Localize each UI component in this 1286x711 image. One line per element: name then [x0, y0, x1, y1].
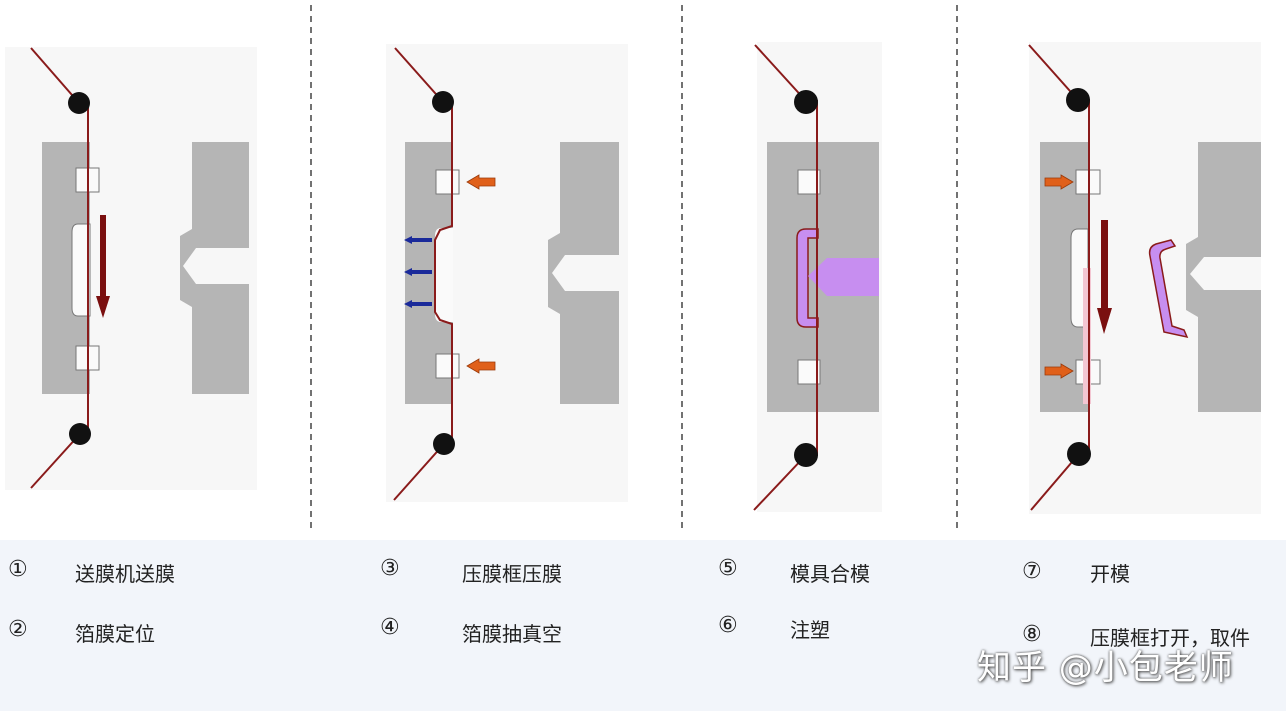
step-label: 注塑 [790, 618, 830, 642]
mold-cavity-recess [435, 228, 453, 322]
watermark-text: 知乎 @小包老师 [977, 648, 1234, 688]
step-label: 箔膜定位 [75, 622, 155, 646]
step-label: 箔膜抽真空 [462, 622, 562, 646]
vacuum-arrow [404, 268, 432, 276]
step-label: 模具合模 [790, 562, 870, 586]
step-number: ② [8, 617, 28, 642]
stage-4-open-eject [1028, 42, 1261, 514]
film-roller [68, 92, 90, 114]
film-roller [794, 90, 818, 114]
step-number: ④ [380, 615, 400, 640]
core-mold-half [180, 142, 249, 394]
process-diagram [5, 5, 1261, 530]
film-clamp-slot [797, 359, 821, 385]
film-roller [433, 433, 455, 455]
core-mold-half [548, 142, 619, 404]
step-number: ⑤ [718, 556, 738, 581]
step-label: 压膜框压膜 [462, 562, 562, 586]
step-number: ⑥ [718, 613, 738, 638]
in-mold-film [30, 47, 89, 489]
clamp-release-arrow [1044, 363, 1074, 379]
vacuum-arrow [404, 300, 432, 308]
film-roller [1067, 442, 1091, 466]
core-mold-half [1186, 142, 1261, 412]
step-number: ⑦ [1022, 559, 1042, 584]
step-number: ③ [380, 556, 400, 581]
film-clamp-slot [797, 169, 821, 195]
caption-band [0, 540, 1286, 711]
stage-2-clamp-vacuum [386, 44, 628, 502]
clamp-arrow [466, 174, 496, 190]
injection-gate-plastic [808, 258, 879, 296]
film-roller [432, 91, 454, 113]
step-number: ⑧ [1022, 622, 1042, 647]
step-label: 送膜机送膜 [75, 562, 175, 586]
clamp-release-arrow [1044, 174, 1074, 190]
film-feed-arrow [96, 215, 110, 318]
film-roller [794, 443, 818, 467]
in-mold-film [753, 44, 818, 511]
vacuum-arrow [404, 236, 432, 244]
film-roller [1066, 88, 1090, 112]
film-transfer-mark [1083, 268, 1091, 404]
step-number: ① [8, 557, 28, 582]
film-clamp-slot [435, 353, 460, 379]
mold-cavity-recess [71, 223, 91, 317]
step-label: 压膜框打开，取件 [1090, 626, 1250, 650]
clamp-arrow [466, 358, 496, 374]
step-label: 开模 [1090, 562, 1130, 586]
stage-1-feed-film [5, 47, 257, 490]
film-feed-arrow [1097, 220, 1112, 334]
film-roller [69, 423, 91, 445]
film-clamp-slot [435, 169, 460, 195]
in-mold-film [1028, 44, 1090, 511]
stage-3-close-inject [753, 42, 882, 512]
ejected-part [1148, 239, 1189, 339]
